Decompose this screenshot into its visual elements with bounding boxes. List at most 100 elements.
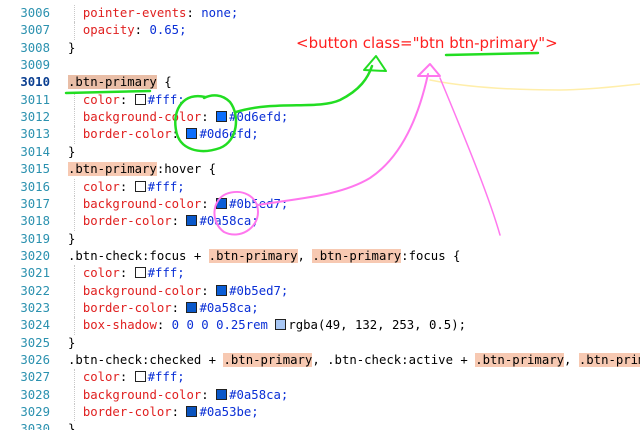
code-content: background-color: #0d6efd; [82,110,289,125]
color-swatch-icon[interactable] [134,180,146,192]
indent-guide [74,213,75,231]
code-line[interactable]: 3027 color: #fff; [0,369,640,387]
color-swatch-icon[interactable] [186,406,198,418]
css-property: border-color [82,214,172,229]
line-number: 3017 [20,196,50,211]
css-value: 0.65; [149,23,187,38]
code-line[interactable]: 3006 pointer-events: none; [0,5,640,23]
code-content: color: #fff; [82,266,185,281]
css-value: none; [201,6,239,20]
indent-guide [74,369,75,387]
line-number: 3021 [20,266,50,281]
css-property: color [82,179,120,194]
css-value: #0d6efd; [229,110,289,125]
line-number: 3020 [20,248,50,263]
indent-guide [74,126,75,144]
code-content: } [68,144,75,161]
indent-guide [74,404,75,422]
color-swatch-icon[interactable] [275,319,287,331]
selector-text: .btn-check:focus + [68,248,209,263]
color-swatch-icon[interactable] [134,371,146,383]
line-number: 3029 [20,405,50,420]
code-line[interactable]: 3018 border-color: #0a58ca; [0,213,640,231]
code-line[interactable]: 3012 background-color: #0d6efd; [0,109,640,127]
line-number: 3006 [20,6,50,20]
indent-guide [74,386,75,405]
color-swatch-icon[interactable] [186,215,198,227]
code-line[interactable]: 3015.btn-primary:hover { [0,161,640,178]
code-content: border-color: #0d6efd; [82,127,259,142]
indent-guide [74,195,75,214]
code-line[interactable]: 3020 .btn-check:focus + .btn-primary, .bt… [0,248,640,265]
css-property: color [82,92,120,107]
code-line[interactable]: 3011 color: #fff; [0,91,640,110]
css-value: #0a58ca; [229,387,289,402]
code-line[interactable]: 3014} [0,144,640,161]
css-property: box-shadow [82,318,157,333]
line-number: 3008 [20,40,50,55]
highlighted-selector: .btn-primary [475,353,565,367]
highlighted-selector: .btn-primary [223,353,313,367]
line-number: 3018 [20,214,50,229]
code-line[interactable]: 3024 box-shadow: 0 0 0 0.25rem rgba(49, … [0,317,640,335]
indent-guide [74,265,75,283]
code-line[interactable]: 3023 border-color: #0a58ca; [0,299,640,318]
css-property: background-color [82,196,202,211]
line-number: 3024 [20,318,50,333]
color-swatch-icon[interactable] [186,301,198,313]
code-line[interactable]: 3008} [0,40,640,57]
css-value: rgba(49, 132, 253, 0.5); [288,318,467,333]
css-property: background-color [82,110,202,125]
highlighted-selector: .btn-primary [312,248,402,263]
line-number: 3009 [20,58,50,73]
selector-text: , [564,353,579,367]
selector-text: } [68,422,76,430]
css-value: #fff; [147,92,185,107]
selector-text: :hover { [156,162,217,177]
color-swatch-icon[interactable] [216,284,228,296]
indent-guide [74,109,75,127]
code-line[interactable]: 3021 color: #fff; [0,265,640,283]
code-content: } [68,40,75,57]
color-swatch-icon[interactable] [216,388,228,400]
highlighted-selector: .btn-primary [578,353,640,367]
css-value: #fff; [147,179,185,194]
code-line[interactable]: 3025} [0,335,640,352]
selector-text: } [68,40,76,55]
code-line[interactable]: 3022 background-color: #0b5ed7; [0,282,640,300]
color-swatch-icon[interactable] [134,267,146,279]
code-line[interactable]: 3030} [0,421,640,430]
code-line[interactable]: 3013 border-color: #0d6efd; [0,126,640,144]
code-line[interactable]: 3009 [0,57,640,74]
code-content: .btn-primary:hover { [68,161,216,178]
code-line[interactable]: 3026.btn-check:checked + .btn-primary, .… [0,352,640,369]
code-content: color: #fff; [82,179,185,194]
highlighted-selector: .btn-primary [68,162,157,177]
code-line[interactable]: 3007 opacity: 0.65; [0,22,640,40]
color-swatch-icon[interactable] [216,111,228,123]
code-line[interactable]: 3029 border-color: #0a53be; [0,404,640,422]
indent-guide [74,22,75,40]
color-swatch-icon[interactable] [186,128,198,140]
css-value: #0a53be; [199,405,259,420]
css-value-prefix: 0 0 0 0.25rem [171,318,276,333]
code-line[interactable]: 3010.btn-primary { [0,74,640,91]
code-content: .btn-check:focus + .btn-primary, .btn-pr… [68,248,460,265]
code-line[interactable]: 3028 background-color: #0a58ca; [0,386,640,405]
css-value: #0a58ca; [199,300,259,315]
code-content: border-color: #0a58ca; [82,214,259,229]
line-number: 3012 [20,110,50,125]
code-line[interactable]: 3017 background-color: #0b5ed7; [0,195,640,214]
code-line[interactable]: 3019} [0,231,640,248]
selector-text: .btn-check:checked + [68,353,224,367]
css-value: #0d6efd; [199,127,259,142]
color-swatch-icon[interactable] [216,197,228,209]
color-swatch-icon[interactable] [134,93,146,105]
code-content: pointer-events: none; [82,6,239,20]
css-property: color [82,370,120,385]
code-line[interactable]: 3016 color: #fff; [0,178,640,196]
code-content: background-color: #0a58ca; [82,387,289,402]
css-property: border-color [82,405,172,420]
line-number: 3014 [20,144,50,159]
